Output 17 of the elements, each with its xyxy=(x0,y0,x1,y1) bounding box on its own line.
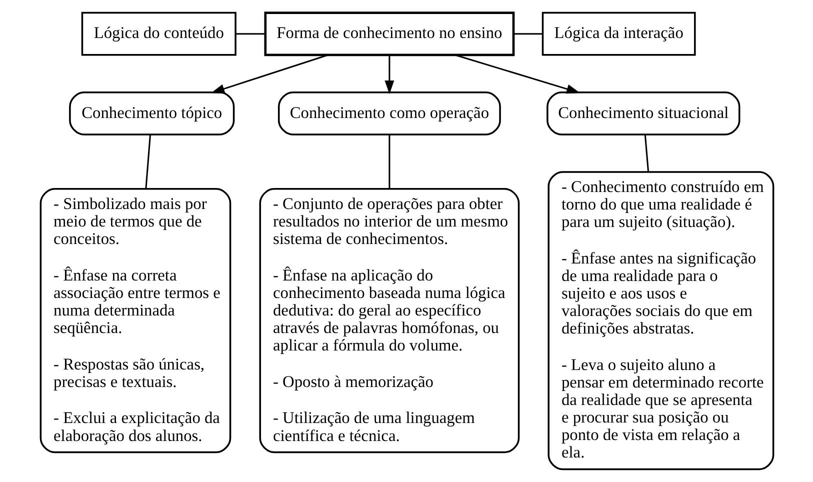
node-box: - Conhecimento construído em torno do que uma realidade é para um sujeito (situação). - Ênfase antes na significação de uma realidade para o sujeito e aos usos e valorações sociais do que em definições abstratas. - Leva o sujeito aluno a pensar em determinado recorte da realidade que se apresenta e procurar sua posição ou ponto de vista em relação a ela. xyxy=(547,171,774,470)
arrow xyxy=(210,54,328,94)
connector xyxy=(388,134,390,188)
node-box: - Conjunto de operações para obter resultados no interior de um mesmo sistema de conhecimentos. - Ênfase na aplicação do conhecimento baseada numa lógica dedutiva: do geral ao específico através de palavras homófonas, ou aplicar a fórmula do volume. - Oposto à memorização - Utilização de uma linguagem científica e técnica. xyxy=(258,188,520,454)
arrow xyxy=(384,55,394,94)
node-box: Lógica do conteúdo xyxy=(80,12,236,56)
connector xyxy=(144,134,151,189)
node-box: Conhecimento situacional xyxy=(546,91,740,136)
arrow xyxy=(454,54,580,94)
connector xyxy=(644,134,649,172)
node-box: Conhecimento tópico xyxy=(68,91,234,136)
node-box: - Simbolizado mais por meio de termos que de conceitos. - Ênfase na correta associação entre termos e numa determinada seqüência. - Respostas são únicas, precisas e textuais. - Exclui a explicitação da elaboração dos alunos. xyxy=(39,188,231,454)
node-box: Lógica da interação xyxy=(541,12,696,56)
node-box: Forma de conhecimento no ensino xyxy=(264,12,514,56)
connector xyxy=(235,33,265,35)
node-box: Conhecimento como operação xyxy=(277,91,500,136)
connector xyxy=(513,33,542,35)
